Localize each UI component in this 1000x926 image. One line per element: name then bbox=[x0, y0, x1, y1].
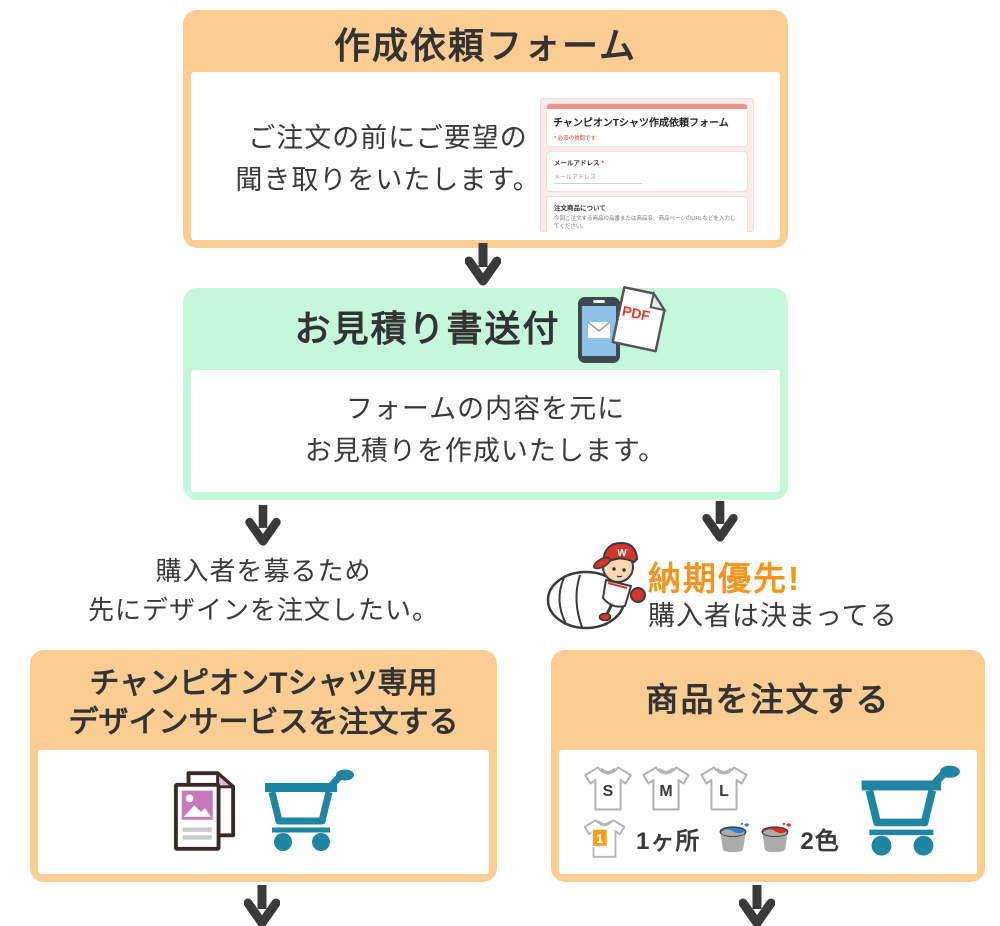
step-request-form-desc: ご注文の前にご要望の 聞き取りをいたします。 bbox=[213, 118, 563, 202]
email-label-text: メールアドレス bbox=[554, 160, 600, 167]
color-count-label: 2色 bbox=[800, 828, 840, 855]
step-request-form-body: ご注文の前にご要望の 聞き取りをいたします。 チャンピオンTシャツ作成依頼フォー… bbox=[191, 72, 780, 240]
size-label-l: L bbox=[719, 783, 729, 800]
step-design-order-title: チャンピオンTシャツ専用 デザインサービスを注文する bbox=[30, 650, 497, 742]
form-preview-email-label: メールアドレス * bbox=[547, 152, 747, 168]
branch-right-note: 購入者は決まってる bbox=[648, 601, 898, 631]
form-preview-title: チャンピオンTシャツ作成依頼フォーム bbox=[553, 118, 729, 129]
form-preview-item-desc: 今回ご注文する商品の品番または商品名、商品ページのURLなどを入力してください。 bbox=[554, 216, 736, 231]
product-options: S M L bbox=[581, 765, 840, 859]
print-count-label: 1ヶ所 bbox=[636, 828, 701, 855]
arrow-down-icon bbox=[245, 504, 281, 546]
form-preview-email-card: メールアドレス * メールアドレス bbox=[546, 151, 748, 192]
shopping-cart-icon bbox=[861, 765, 960, 856]
baseball-mascot-icon: W bbox=[546, 542, 646, 630]
desc-line: お見積りを作成いたします。 bbox=[304, 436, 667, 466]
step-quote-header: お見積り書送付 PDF bbox=[183, 285, 788, 370]
size-row: S M L bbox=[581, 765, 840, 812]
arrow-down-icon bbox=[244, 885, 280, 926]
smartphone-mail-icon bbox=[577, 297, 620, 363]
step-request-form-box[interactable]: 作成依頼フォーム ご注文の前にご要望の 聞き取りをいたします。 チャンピオンTシ… bbox=[183, 10, 788, 248]
pdf-badge-text: PDF bbox=[620, 303, 651, 325]
form-preview-accent-bar bbox=[547, 104, 747, 109]
tshirt-icon: M bbox=[642, 766, 690, 811]
arrow-down-icon bbox=[739, 885, 775, 926]
quote-icons: PDF bbox=[577, 285, 677, 366]
title-line: デザインサービスを注文する bbox=[68, 706, 459, 739]
title-line: チャンピオンTシャツ専用 bbox=[89, 667, 438, 700]
form-preview-item-title: 注文商品について bbox=[554, 205, 606, 212]
step-quote-box: お見積り書送付 PDF フォームの内容を元に お見積りを作成 bbox=[183, 285, 788, 500]
shopping-cart-icon bbox=[264, 769, 354, 851]
pdf-document-icon: PDF bbox=[610, 285, 667, 353]
step-design-order-body bbox=[38, 750, 489, 874]
size-label-s: S bbox=[603, 783, 614, 800]
desc-line: ご注文の前にご要望の bbox=[248, 123, 528, 153]
step-request-form-title: 作成依頼フォーム bbox=[334, 25, 637, 66]
tshirt-icon: L bbox=[700, 766, 748, 811]
step-product-order-body: S M L bbox=[559, 750, 977, 874]
step-design-order-box[interactable]: チャンピオンTシャツ専用 デザインサービスを注文する bbox=[30, 650, 497, 882]
design-document-icon bbox=[173, 771, 235, 851]
paint-bucket-blue-icon bbox=[719, 822, 750, 853]
form-preview-email-input: メールアドレス bbox=[554, 172, 642, 184]
form-preview-required-note: * 必須の質問です bbox=[554, 136, 597, 142]
note-line: 購入者を募るため bbox=[155, 556, 372, 586]
mascot-cap-letter: W bbox=[617, 548, 627, 559]
form-preview-screenshot: チャンピオンTシャツ作成依頼フォーム * 必須の質問です メールアドレス * メ… bbox=[540, 98, 754, 232]
step-quote-title: お見積り書送付 bbox=[294, 307, 561, 349]
desc-line: フォームの内容を元に bbox=[345, 394, 626, 425]
branch-left-note: 購入者を募るため 先にデザインを注文したい。 bbox=[30, 552, 497, 630]
step-quote-desc: フォームの内容を元に お見積りを作成いたします。 bbox=[191, 389, 780, 473]
step-quote-body: フォームの内容を元に お見積りを作成いたします。 bbox=[191, 370, 780, 492]
form-preview-item-card: 注文商品について 今回ご注文する商品の品番または商品名、商品ページのURLなどを… bbox=[546, 196, 748, 232]
tshirt-icon: S bbox=[584, 766, 632, 811]
branch-right-priority-label: 納期優先! bbox=[648, 560, 801, 597]
form-preview-title-card: チャンピオンTシャツ作成依頼フォーム * 必須の質問です bbox=[546, 103, 748, 147]
print-color-row: 1 1ヶ所 bbox=[581, 818, 840, 859]
tshirt-print-icon: 1 bbox=[583, 819, 626, 858]
step-product-order-title: 商品を注文する bbox=[645, 681, 891, 718]
size-label-m: M bbox=[659, 783, 672, 800]
print-badge: 1 bbox=[596, 832, 603, 846]
paint-bucket-red-icon bbox=[761, 822, 792, 853]
arrow-down-icon bbox=[702, 500, 738, 542]
note-line: 先にデザインを注文したい。 bbox=[87, 595, 439, 625]
arrow-down-icon bbox=[465, 243, 501, 286]
step-product-order-box[interactable]: 商品を注文する S M bbox=[551, 650, 985, 882]
required-asterisk: * bbox=[601, 160, 604, 167]
desc-line: 聞き取りをいたします。 bbox=[235, 164, 541, 195]
